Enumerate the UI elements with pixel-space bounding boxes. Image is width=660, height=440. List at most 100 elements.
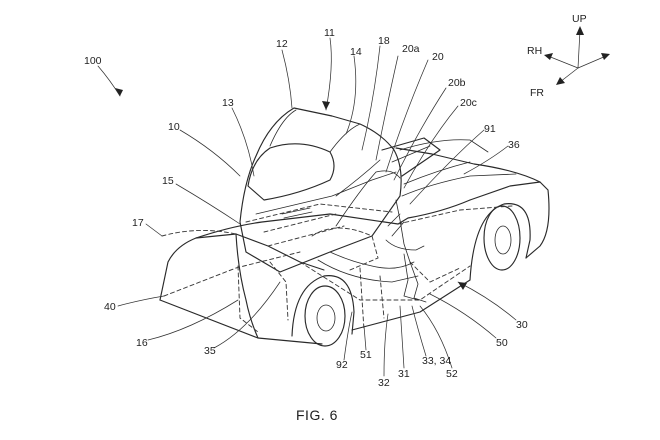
ref-17: 17 xyxy=(132,217,144,229)
leader-20 xyxy=(385,59,429,173)
component-20-line-b xyxy=(329,251,415,269)
upper-panel-a xyxy=(399,139,489,153)
occupant-arm xyxy=(387,213,405,237)
leader-36 xyxy=(463,145,509,175)
leader-13 xyxy=(231,107,255,177)
occupant-torso xyxy=(395,199,411,263)
leader-20b xyxy=(393,87,447,181)
internal-rear-link xyxy=(409,261,461,283)
ref-14: 14 xyxy=(350,46,362,58)
ref-91: 91 xyxy=(484,123,496,135)
leader-10 xyxy=(179,129,241,177)
panel-marking xyxy=(281,207,313,219)
leader-35 xyxy=(213,281,281,349)
front-wheel xyxy=(304,285,346,347)
rear-body xyxy=(469,181,550,259)
internal-rear-rail xyxy=(397,205,513,225)
front-wheel-hub xyxy=(316,304,336,332)
ref-20b: 20b xyxy=(448,77,466,89)
reference-numerals: 100 11 12 18 14 20a 20 20b 20c 91 36 13 … xyxy=(84,27,528,389)
canopy-ridge-right xyxy=(329,123,361,153)
direction-up-label: UP xyxy=(572,13,587,25)
internal-frame-35 xyxy=(269,261,289,321)
ref-13: 13 xyxy=(222,97,234,109)
ref-100: 100 xyxy=(84,55,102,67)
component-20-line-c xyxy=(317,259,419,283)
upper-panel-b xyxy=(403,161,471,185)
ref-16: 16 xyxy=(136,337,148,349)
leader-15 xyxy=(175,183,241,225)
body-bottom-edge xyxy=(159,299,323,345)
ref-31: 31 xyxy=(398,368,410,380)
ref-50: 50 xyxy=(496,337,508,349)
ref-40: 40 xyxy=(104,301,116,313)
canopy-outline xyxy=(239,107,402,273)
front-wheel-arch xyxy=(291,275,355,337)
figure-caption: FIG. 6 xyxy=(296,407,338,423)
axis-rh-arrow xyxy=(544,53,553,60)
rear-wheel-arch xyxy=(469,203,531,281)
canopy xyxy=(239,107,489,273)
leader-20a xyxy=(375,55,399,161)
belt-line xyxy=(195,213,399,239)
ref-35: 35 xyxy=(204,345,216,357)
internal-floor xyxy=(299,261,471,301)
ref-51: 51 xyxy=(360,349,372,361)
leader-52 xyxy=(419,305,453,369)
ref-20a: 20a xyxy=(402,43,420,55)
leader-20c xyxy=(403,105,459,189)
internal-frame-40 xyxy=(163,251,301,297)
leader-11 xyxy=(325,37,332,111)
internal-seat-frame xyxy=(311,227,379,271)
leader-31 xyxy=(399,305,405,369)
leader-18 xyxy=(361,45,381,151)
ref-20: 20 xyxy=(432,51,444,63)
leader-51 xyxy=(363,325,367,351)
axis-up-arrow xyxy=(576,26,584,35)
occupant xyxy=(385,199,427,303)
leader-14 xyxy=(345,55,357,135)
door-strut-inner xyxy=(391,145,431,163)
leader-100-arrow xyxy=(115,88,123,96)
side-character-line xyxy=(401,173,517,197)
axis-rh-line xyxy=(547,55,579,69)
ref-33-34: 33, 34 xyxy=(422,355,451,367)
ref-11: 11 xyxy=(324,27,335,39)
occupant-leg-rear xyxy=(403,253,419,301)
internal-frame-17 xyxy=(161,229,237,237)
canopy-side-line xyxy=(335,159,381,197)
vehicle-body xyxy=(159,147,550,347)
direction-rh-label: RH xyxy=(527,45,542,57)
axis-fr-line xyxy=(559,67,579,83)
rear-shoulder xyxy=(397,199,471,225)
axis-rear-arrow xyxy=(601,53,610,60)
ref-15: 15 xyxy=(162,175,174,187)
ref-10: 10 xyxy=(168,121,180,133)
leader-30-arrow xyxy=(458,282,467,290)
leader-30 xyxy=(457,281,517,321)
occupant-seat-outline xyxy=(385,239,425,251)
leader-11-arrow xyxy=(322,101,330,110)
ref-92: 92 xyxy=(336,359,348,371)
occupant-leg-front xyxy=(409,261,427,303)
front-fender xyxy=(235,233,259,339)
body-front-outline xyxy=(159,233,325,301)
internal-upper-rail xyxy=(245,203,393,223)
ref-36: 36 xyxy=(508,139,520,151)
internal-tunnel xyxy=(359,267,385,331)
axis-up-line xyxy=(577,29,581,69)
ref-30: 30 xyxy=(516,319,528,331)
axis-fr-arrow xyxy=(556,77,565,85)
canopy-ridge-left xyxy=(269,109,297,147)
leader-40 xyxy=(117,295,165,307)
internal-frame-16 xyxy=(237,265,259,333)
door-strut xyxy=(381,137,441,177)
ref-20c: 20c xyxy=(460,97,477,109)
axis-rear-line xyxy=(577,55,607,69)
leader-50 xyxy=(429,293,497,339)
leader-92 xyxy=(343,311,353,361)
direction-fr-label: FR xyxy=(530,87,544,99)
leader-12 xyxy=(281,49,293,109)
ref-12: 12 xyxy=(276,38,288,50)
